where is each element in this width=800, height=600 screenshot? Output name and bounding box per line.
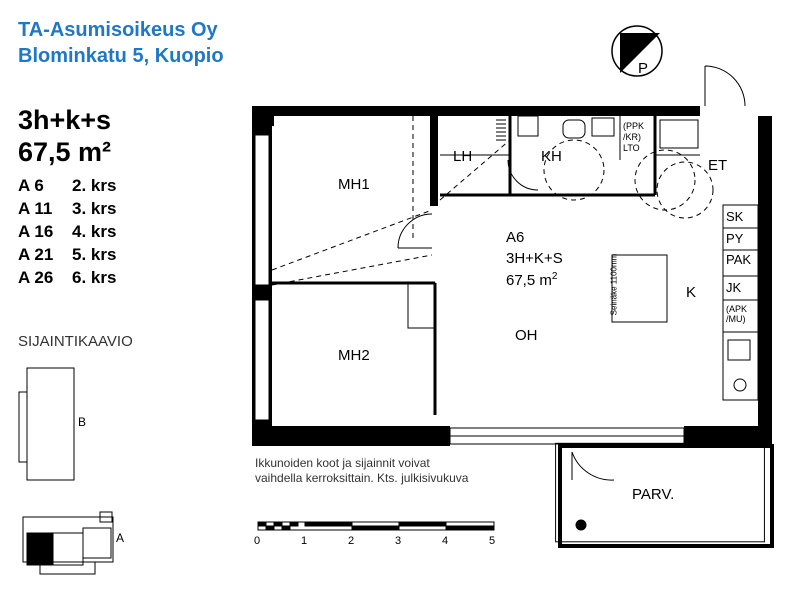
apartment-floor: 6. krs xyxy=(72,268,117,287)
center-apartment-type: 3H+K+S xyxy=(506,250,563,267)
fixture-pak: PAK xyxy=(726,252,752,267)
door-swings xyxy=(397,159,615,481)
scale-bar xyxy=(257,521,495,531)
entrance-door-swing xyxy=(704,65,746,107)
apartment-floor: 5. krs xyxy=(72,245,117,264)
scale-tick: 1 xyxy=(301,535,308,547)
center-area-unit-sup: 2 xyxy=(551,271,558,282)
fixture-apk: (APK xyxy=(726,304,748,314)
north-compass-icon xyxy=(611,25,663,77)
room-label-lh: LH xyxy=(453,148,473,165)
apartment-floor: 2. krs xyxy=(72,176,117,195)
scale-tick: 3 xyxy=(395,535,402,547)
apartment-row: A 6 2. krs xyxy=(18,174,116,197)
center-apartment-id: A6 xyxy=(506,229,525,246)
entrance-opening xyxy=(705,104,745,118)
apartment-area: 67,5 m² xyxy=(18,137,112,167)
note-line-2: vaihdella kerroksittain. Kts. julkisivuk… xyxy=(255,471,469,485)
room-label-parv: PARV. xyxy=(632,486,675,503)
center-area-value: 67,5 m xyxy=(506,272,552,289)
apartment-list: A 6 2. krs A 11 3. krs A 16 4. krs A 21 5. k… xyxy=(18,174,116,289)
apartment-id: A 21 xyxy=(18,245,54,264)
room-label-oh: OH xyxy=(515,327,538,344)
apartment-row: A 16 4. krs xyxy=(18,220,116,243)
compass-label: P xyxy=(638,60,649,77)
apartment-id: A 6 xyxy=(18,176,44,195)
room-label-mh1: MH1 xyxy=(338,176,370,193)
fixture-jk: JK xyxy=(726,280,742,295)
location-diagram-a xyxy=(22,511,114,575)
partition-note: Seinäke 1100mm xyxy=(609,253,619,316)
location-label-a: A xyxy=(116,531,125,545)
apartment-floor: 4. krs xyxy=(72,222,117,241)
apartment-row: A 26 6. krs xyxy=(18,266,116,289)
fixture-sk: SK xyxy=(726,209,744,224)
apartment-floor: 3. krs xyxy=(72,199,117,218)
fixture-lto: LTO xyxy=(623,143,640,153)
location-diagram-b xyxy=(18,367,75,481)
note-line-1: Ikkunoiden koot ja sijainnit voivat xyxy=(255,456,430,470)
fixture-kr: /KR) xyxy=(623,132,641,142)
apartment-row: A 21 5. krs xyxy=(18,243,116,266)
room-label-kh: KH xyxy=(541,148,562,165)
location-label-b: B xyxy=(78,415,87,429)
dashed-lines xyxy=(271,116,714,286)
balcony xyxy=(555,442,774,548)
room-label-k: K xyxy=(686,284,697,301)
apartment-id: A 16 xyxy=(18,222,54,241)
left-windows xyxy=(254,134,270,421)
fixture-ppk: (PPK xyxy=(623,121,645,131)
location-heading: SIJAINTIKAAVIO xyxy=(18,333,133,350)
room-label-mh2: MH2 xyxy=(338,347,370,364)
address: Blominkatu 5, Kuopio xyxy=(18,45,224,67)
scale-tick: 5 xyxy=(489,535,496,547)
apartment-id: A 11 xyxy=(18,199,53,218)
apartment-row: A 11 3. krs xyxy=(18,197,116,220)
scale-tick: 4 xyxy=(442,535,449,547)
scale-tick: 0 xyxy=(254,535,261,547)
company-name: TA-Asumisoikeus Oy xyxy=(18,19,218,41)
fixture-mu: /MU) xyxy=(726,314,746,324)
fixture-py: PY xyxy=(726,231,744,246)
room-label-et: ET xyxy=(708,157,728,174)
center-apartment-area: 67,5 m2 xyxy=(506,271,557,289)
scale-tick: 2 xyxy=(348,535,355,547)
storage-shelves xyxy=(496,119,506,141)
apartment-id: A 26 xyxy=(18,268,54,287)
apartment-type: 3h+k+s xyxy=(18,105,112,135)
